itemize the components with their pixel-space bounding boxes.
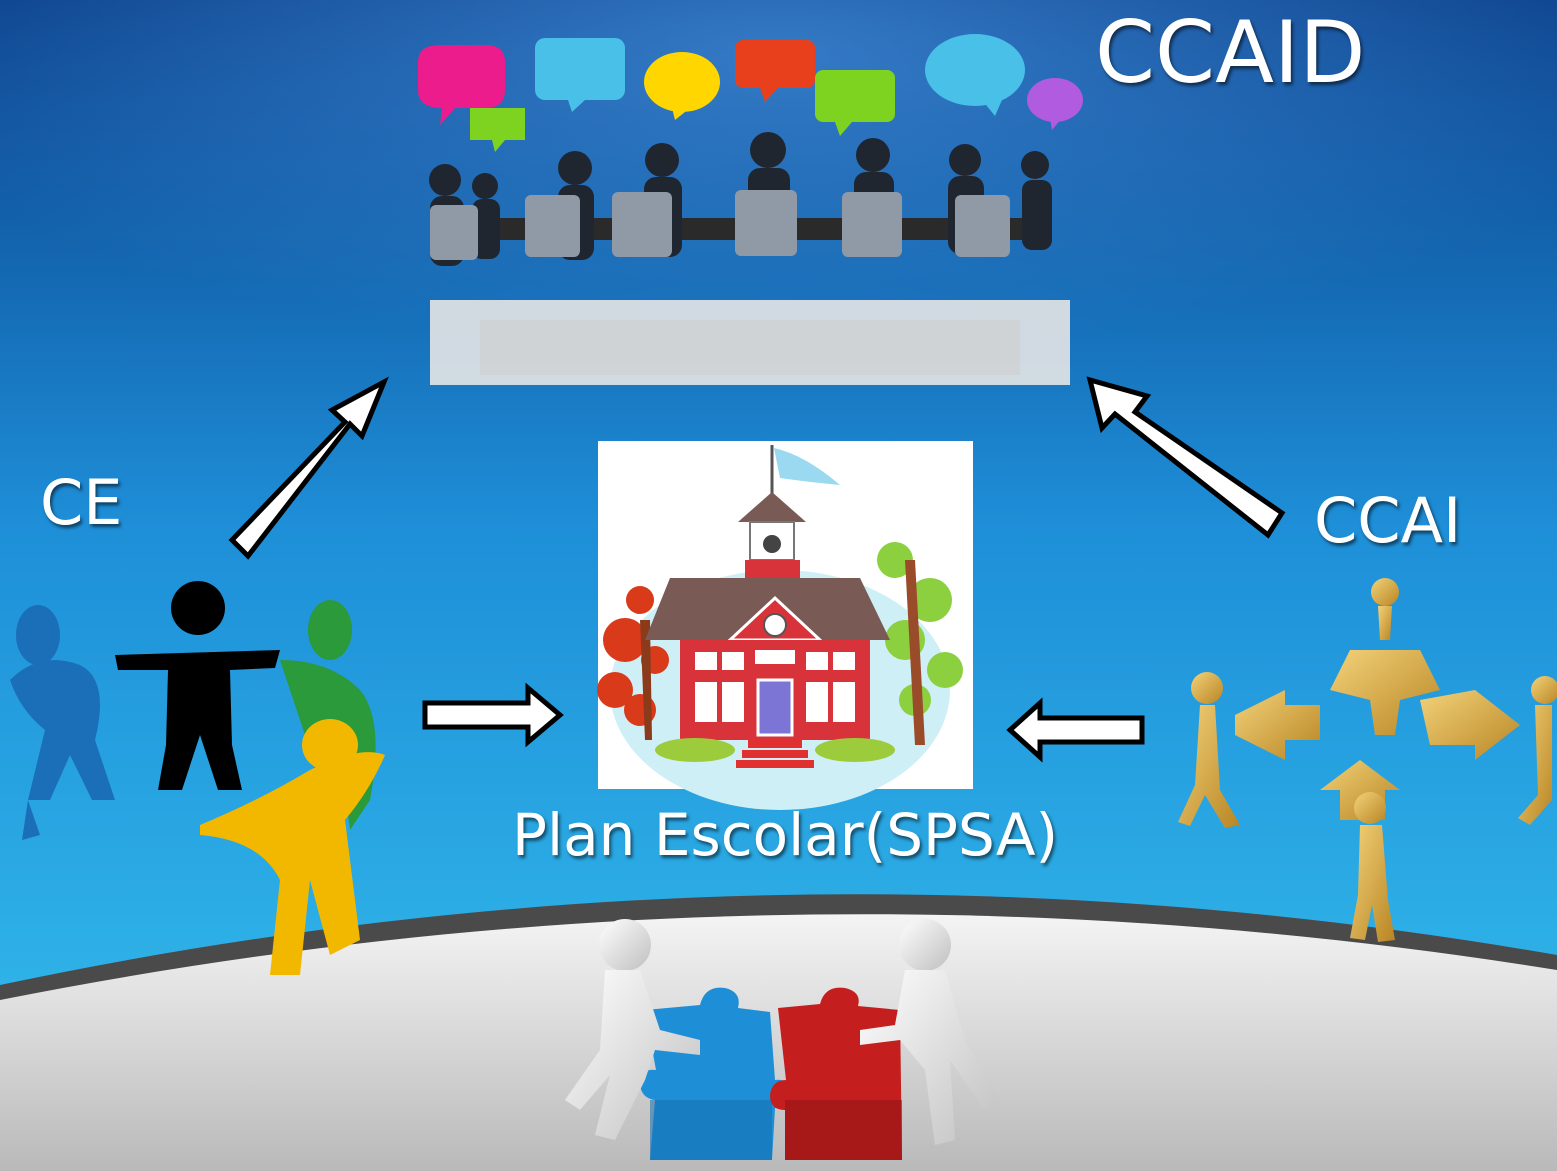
schoolhouse-icon: [597, 441, 973, 810]
community-people-icon: [10, 581, 385, 975]
arrow-ccai-to-ccaid: [1086, 376, 1286, 539]
arrow-ce-to-plan: [422, 682, 564, 748]
gold-figures-arrows-icon: [1178, 578, 1557, 942]
floor: [0, 894, 1557, 1171]
node-label-ce: CE: [40, 466, 123, 539]
node-label-plan-escolar: Plan Escolar(SPSA): [512, 801, 1059, 869]
meeting-speech-bubbles-icon: [418, 34, 1083, 385]
puzzle-collaboration-icon: [565, 919, 1000, 1160]
node-label-ccai: CCAI: [1314, 484, 1462, 557]
arrow-ce-to-ccaid: [228, 376, 389, 560]
arrow-ccai-to-plan: [1006, 697, 1145, 763]
node-label-ccaid: CCAID: [1095, 3, 1366, 103]
